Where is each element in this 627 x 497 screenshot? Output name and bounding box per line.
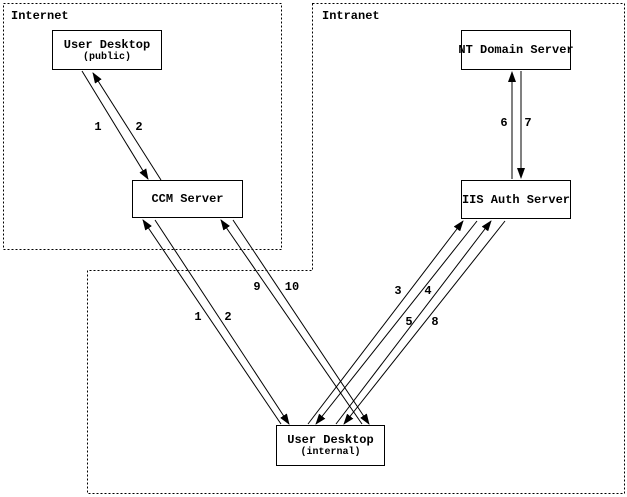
node-title: User Desktop — [287, 433, 374, 447]
arrow-1-internal-to-ccm — [142, 219, 282, 425]
arrow-label-4: 4 — [424, 284, 432, 298]
arrow-label-10: 10 — [284, 280, 300, 294]
arrow-label-8: 8 — [431, 315, 439, 329]
internet-zone-label: Internet — [11, 9, 69, 23]
arrow-label-1-public: 1 — [94, 120, 102, 134]
arrow-9-internal-to-ccm — [220, 219, 363, 425]
node-subtitle: (internal) — [300, 447, 361, 458]
arrow-10-ccm-to-internal — [232, 219, 370, 425]
arrow-label-1-internal: 1 — [194, 310, 202, 324]
node-user-desktop-internal: User Desktop (internal) — [276, 425, 385, 466]
arrow-5-internal-to-iis — [335, 220, 492, 425]
node-title: NT Domain Server — [458, 43, 574, 57]
node-iis-auth-server: IIS Auth Server — [461, 180, 571, 219]
internet-zone-border — [3, 3, 282, 250]
arrow-4-iis-to-internal — [315, 220, 478, 425]
intranet-zone-border — [87, 3, 625, 494]
arrow-label-2-public: 2 — [135, 120, 143, 134]
node-title: User Desktop — [63, 37, 151, 52]
arrow-2-ccm-to-public — [92, 72, 162, 181]
arrow-label-6: 6 — [500, 116, 508, 130]
arrow-label-9: 9 — [253, 280, 261, 294]
node-subtitle: (public) — [82, 51, 131, 63]
node-nt-domain-server: NT Domain Server — [458, 30, 574, 70]
node-title: IIS Auth Server — [461, 192, 571, 207]
arrow-8-iis-to-internal — [343, 220, 506, 425]
arrow-label-5: 5 — [405, 315, 413, 329]
node-title: CCM Server — [151, 192, 224, 206]
arrow-label-7: 7 — [524, 116, 532, 130]
intranet-zone-label: Intranet — [322, 9, 380, 23]
arrow-1-public-to-ccm — [81, 70, 149, 180]
arrow-label-3: 3 — [394, 284, 402, 298]
arrow-3-internal-to-iis — [307, 220, 464, 425]
node-user-desktop-public: User Desktop (public) — [52, 30, 162, 70]
arrow-2-ccm-to-internal — [154, 219, 290, 425]
node-ccm-server: CCM Server — [132, 180, 243, 218]
arrow-label-2-internal: 2 — [224, 310, 232, 324]
